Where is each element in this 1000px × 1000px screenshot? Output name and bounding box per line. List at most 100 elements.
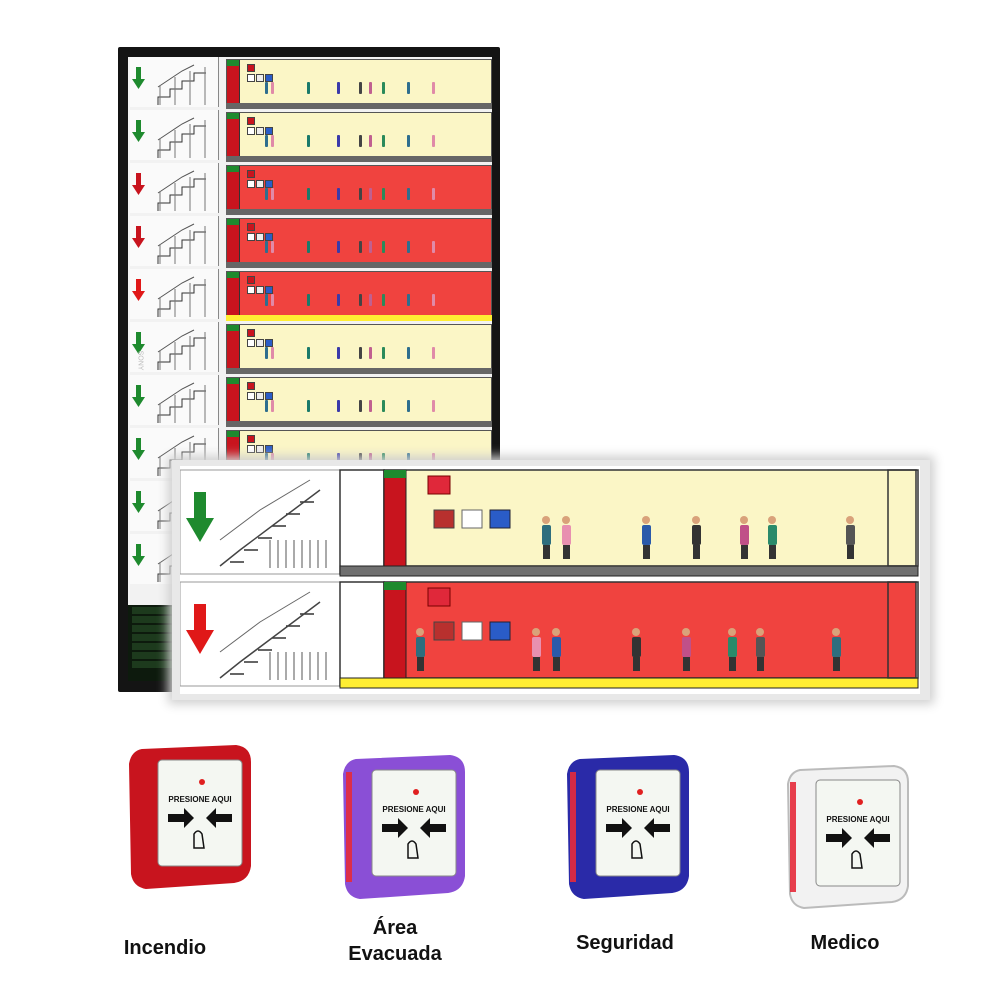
occupant-figure	[265, 453, 268, 465]
zoom-door-status-light	[384, 470, 406, 478]
push-button-icon	[247, 223, 255, 231]
event-log-row	[132, 634, 182, 641]
occupant-figure	[265, 241, 268, 253]
floor-slab	[226, 315, 492, 321]
occupant-head	[532, 628, 540, 636]
door-status-light	[227, 325, 239, 331]
event-log-row	[132, 607, 182, 614]
floor-slab	[226, 262, 492, 268]
occupant-legs	[833, 657, 840, 671]
floor-zoom-panel	[172, 460, 930, 700]
occupant-figure	[271, 347, 274, 359]
zoom-right-column	[887, 469, 919, 567]
push-button-icon	[256, 74, 264, 82]
occupant-figure	[307, 135, 310, 147]
zoom-floor-slab	[339, 677, 919, 689]
occupant-legs	[563, 545, 570, 559]
occupant-figure	[382, 241, 385, 253]
occupant-figure	[265, 294, 268, 306]
occupant-figure	[359, 241, 362, 253]
event-log-row	[132, 661, 182, 668]
occupant-figure	[416, 637, 425, 657]
push-button-icon	[247, 127, 255, 135]
zoom-fire-door	[383, 581, 407, 679]
push-button-face	[815, 779, 901, 887]
occupant-figure	[359, 400, 362, 412]
arrow-left-icon	[644, 818, 670, 838]
push-button-icon	[247, 180, 255, 188]
occupant-figure	[432, 188, 435, 200]
fire-door	[227, 325, 240, 369]
occupant-figure	[532, 637, 541, 657]
occupant-figure	[382, 188, 385, 200]
event-log-row	[132, 643, 182, 650]
occupant-figure	[382, 347, 385, 359]
push-button-face-text: PRESIONE AQUI	[382, 805, 445, 814]
arrow-right-icon	[606, 818, 632, 838]
floor-room	[226, 377, 492, 423]
occupant-legs	[417, 657, 424, 671]
occupant-head	[562, 516, 570, 524]
push-button-icon	[265, 127, 273, 135]
occupant-head	[552, 628, 560, 636]
door-status-light	[227, 166, 239, 172]
occupant-figure	[265, 135, 268, 147]
occupant-figure	[642, 525, 651, 545]
floor-room	[226, 324, 492, 370]
push-button-label: Seguridad	[576, 932, 674, 954]
floor-row	[128, 57, 492, 109]
occupant-figure	[307, 82, 310, 94]
zoom-fire-door	[383, 469, 407, 567]
door-status-light	[227, 219, 239, 225]
occupant-figure	[271, 400, 274, 412]
occupant-figure	[265, 347, 268, 359]
fire-door	[227, 219, 240, 263]
push-button-icon	[247, 276, 255, 284]
push-button-drawing: PRESIONE AQUI	[342, 754, 465, 900]
push-button-0: PRESIONE AQUI	[128, 742, 258, 897]
floor-row	[128, 269, 492, 321]
occupant-figure	[407, 347, 410, 359]
push-button-icon	[256, 127, 264, 135]
occupant-figure	[271, 294, 274, 306]
floor-slab	[226, 103, 492, 109]
push-button-icon	[247, 117, 255, 125]
occupant-figure	[382, 82, 385, 94]
occupant-figure	[552, 637, 561, 657]
event-log-row	[132, 652, 182, 659]
push-button-icon	[247, 339, 255, 347]
occupant-head	[728, 628, 736, 636]
evac-arrow-shaft	[194, 604, 206, 632]
occupant-figure	[407, 400, 410, 412]
push-button-icon	[265, 74, 273, 82]
door-status-light	[227, 378, 239, 384]
push-button-face-text: PRESIONE AQUI	[826, 815, 889, 824]
push-button-label: Medico	[810, 932, 880, 954]
occupant-legs	[643, 545, 650, 559]
occupant-figure	[307, 347, 310, 359]
occupant-figure	[832, 637, 841, 657]
floor-row	[128, 163, 492, 215]
occupant-legs	[741, 545, 748, 559]
occupant-figure	[432, 135, 435, 147]
push-button-face	[157, 759, 243, 867]
occupant-head	[542, 516, 550, 524]
occupant-figure	[359, 347, 362, 359]
push-button-1: PRESIONE AQUI	[342, 752, 472, 907]
occupant-figure	[307, 188, 310, 200]
evac-arrow-head	[186, 518, 214, 542]
push-button-label: Área Evacuada	[348, 917, 442, 965]
occupant-figure	[359, 135, 362, 147]
push-button-label: Incendio	[123, 937, 207, 959]
occupant-figure	[692, 525, 701, 545]
stairwell	[130, 322, 219, 372]
occupant-figure	[432, 400, 435, 412]
push-button-icon	[247, 382, 255, 390]
occupant-figure	[562, 525, 571, 545]
zoom-push-button-icon	[461, 509, 483, 529]
stairwell	[130, 269, 219, 319]
occupant-figure	[728, 637, 737, 657]
occupant-figure	[307, 400, 310, 412]
event-log-row	[132, 625, 182, 632]
stair-rail	[219, 479, 311, 541]
